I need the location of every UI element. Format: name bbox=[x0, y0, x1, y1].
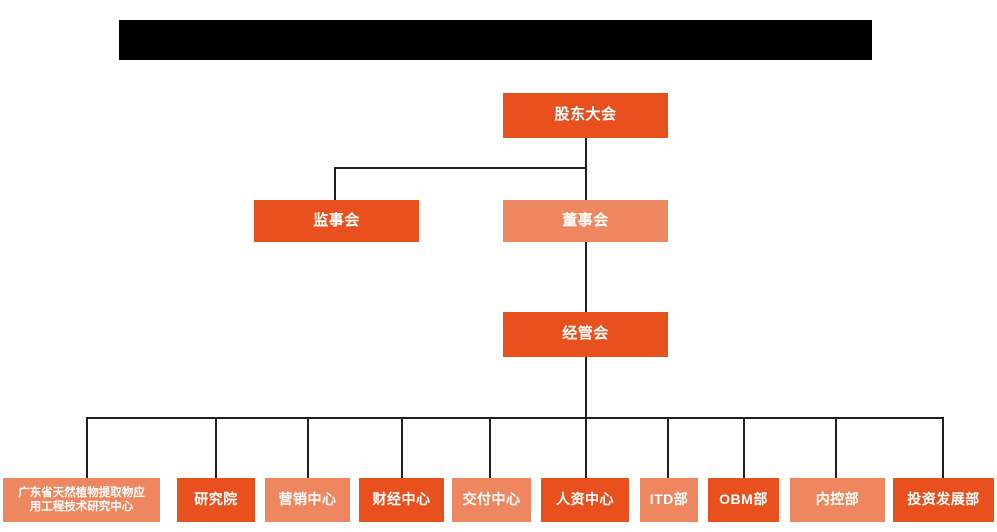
node-internal-control-label: 内控部 bbox=[815, 491, 860, 508]
redacted-title-bar bbox=[119, 20, 872, 60]
node-obm-label: OBM部 bbox=[719, 491, 768, 508]
connector-shareholders-stem bbox=[585, 138, 587, 168]
connector-drop-delivery bbox=[489, 417, 491, 478]
connector-drop-research-ctr bbox=[86, 417, 88, 478]
node-obm[interactable]: OBM部 bbox=[708, 478, 779, 522]
node-supervisors[interactable]: 监事会 bbox=[254, 200, 419, 242]
node-management-label: 经管会 bbox=[562, 325, 609, 343]
connector-drop-obm bbox=[743, 417, 745, 478]
node-internal-control[interactable]: 内控部 bbox=[790, 478, 885, 522]
node-directors[interactable]: 董事会 bbox=[503, 200, 668, 242]
connector-level2-bus bbox=[334, 167, 587, 169]
node-delivery-label: 交付中心 bbox=[462, 491, 521, 508]
connector-departments-bus bbox=[86, 417, 944, 419]
connector-drop-supervisors bbox=[334, 167, 336, 200]
node-marketing-label: 营销中心 bbox=[278, 491, 337, 508]
connector-drop-hr bbox=[585, 417, 587, 478]
node-finance-label: 财经中心 bbox=[372, 491, 431, 508]
connector-management-stem bbox=[585, 357, 587, 419]
node-marketing[interactable]: 营销中心 bbox=[265, 478, 350, 522]
node-shareholders-label: 股东大会 bbox=[554, 106, 617, 124]
connector-drop-itd bbox=[667, 417, 669, 478]
node-investment-development-label: 投资发展部 bbox=[907, 491, 980, 508]
node-institute[interactable]: 研究院 bbox=[177, 478, 255, 522]
node-shareholders[interactable]: 股东大会 bbox=[503, 93, 668, 138]
node-directors-label: 董事会 bbox=[562, 211, 609, 229]
node-research-center-label-line1: 广东省天然植物提取物应 bbox=[18, 486, 145, 499]
node-research-center-label-line2: 用工程技术研究中心 bbox=[29, 501, 134, 513]
connector-drop-internal-ctrl bbox=[835, 417, 837, 478]
connector-drop-investment bbox=[942, 417, 944, 478]
node-delivery[interactable]: 交付中心 bbox=[452, 478, 531, 522]
connector-directors-to-management bbox=[585, 242, 587, 312]
connector-drop-institute bbox=[215, 417, 217, 478]
node-research-center-label: 广东省天然植物提取物应 用工程技术研究中心 bbox=[18, 486, 145, 515]
node-hr-label: 人资中心 bbox=[556, 491, 614, 508]
node-research-center[interactable]: 广东省天然植物提取物应 用工程技术研究中心 bbox=[3, 478, 160, 522]
node-investment-development[interactable]: 投资发展部 bbox=[893, 478, 994, 522]
connector-drop-directors bbox=[585, 167, 587, 200]
node-itd-label: ITD部 bbox=[649, 491, 689, 508]
node-supervisors-label: 监事会 bbox=[313, 211, 360, 229]
node-itd[interactable]: ITD部 bbox=[640, 478, 698, 522]
node-hr[interactable]: 人资中心 bbox=[541, 478, 629, 522]
connector-drop-finance bbox=[401, 417, 403, 478]
node-management[interactable]: 经管会 bbox=[503, 312, 668, 357]
node-institute-label: 研究院 bbox=[194, 491, 238, 508]
node-finance[interactable]: 财经中心 bbox=[359, 478, 444, 522]
connector-drop-marketing bbox=[307, 417, 309, 478]
